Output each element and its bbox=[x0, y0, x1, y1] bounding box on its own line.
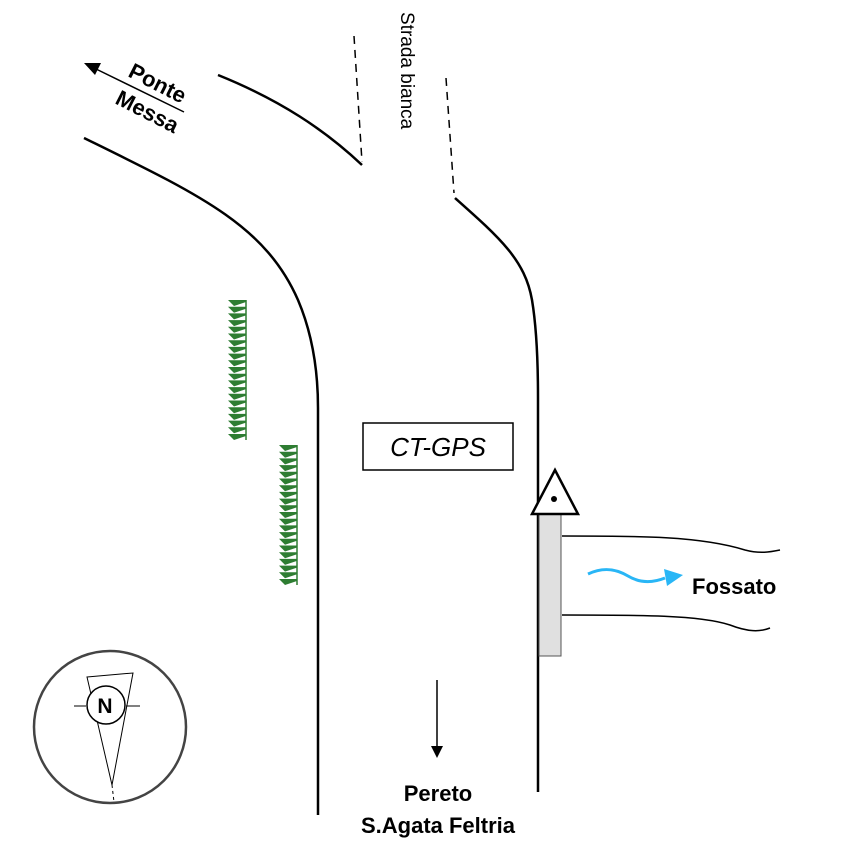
vegetation-mark bbox=[228, 340, 246, 347]
road-right-edge bbox=[454, 197, 540, 792]
benchmark-triangle-icon bbox=[529, 467, 581, 516]
road-upper-edge bbox=[217, 73, 363, 166]
vegetation-mark bbox=[279, 558, 297, 565]
ponte-messa-direction: Ponte Messa bbox=[84, 58, 191, 138]
vegetation-mark bbox=[279, 518, 297, 525]
vegetation-mark bbox=[228, 306, 246, 313]
white-road-label: Strada bianca bbox=[396, 12, 417, 130]
vegetation-mark bbox=[228, 420, 246, 427]
vegetation-mark bbox=[228, 373, 246, 380]
vegetation-mark bbox=[279, 545, 297, 552]
pereto-label: Pereto bbox=[404, 781, 472, 806]
vegetation-mark bbox=[279, 498, 297, 505]
north-label: N bbox=[97, 695, 112, 718]
vegetation-mark bbox=[228, 313, 246, 320]
vegetation-mark bbox=[279, 458, 297, 465]
vegetation-mark bbox=[228, 400, 246, 407]
north-arrow-icon: N bbox=[32, 649, 188, 805]
vegetation-mark bbox=[279, 538, 297, 545]
arrowhead-icon bbox=[84, 63, 101, 75]
road-left-edge bbox=[83, 136, 320, 815]
vegetation-mark bbox=[279, 525, 297, 532]
station-box bbox=[362, 422, 514, 471]
vegetation-mark bbox=[228, 353, 246, 360]
vegetation-mark bbox=[279, 465, 297, 472]
fossato-label: Fossato bbox=[692, 574, 776, 599]
stream-bank-upper bbox=[561, 535, 781, 554]
vegetation-mark bbox=[228, 360, 246, 367]
vegetation-lower bbox=[279, 445, 298, 585]
vegetation-mark bbox=[279, 451, 297, 458]
arrowhead-down-icon bbox=[431, 746, 443, 758]
vegetation-mark bbox=[279, 485, 297, 492]
culvert bbox=[538, 511, 562, 657]
sagata-label: S.Agata Feltria bbox=[361, 813, 516, 838]
white-road-left-edge bbox=[353, 35, 363, 163]
vegetation-mark bbox=[228, 427, 246, 434]
vegetation-mark bbox=[279, 505, 297, 512]
station-label: CT-GPS bbox=[390, 432, 486, 462]
vegetation-upper bbox=[228, 300, 247, 440]
vegetation-mark bbox=[228, 380, 246, 387]
vegetation-mark bbox=[279, 512, 297, 518]
vegetation-mark bbox=[279, 471, 297, 478]
vegetation-mark bbox=[228, 393, 246, 400]
vegetation-mark bbox=[228, 346, 246, 353]
vegetation-mark bbox=[279, 565, 297, 572]
vegetation-mark bbox=[279, 572, 297, 579]
vegetation-mark bbox=[228, 367, 246, 373]
vegetation-mark bbox=[228, 387, 246, 394]
pereto-direction bbox=[431, 680, 443, 758]
vegetation-mark bbox=[228, 300, 246, 306]
vegetation-mark bbox=[279, 491, 297, 498]
stream-bank-lower bbox=[561, 614, 771, 632]
vegetation-mark bbox=[228, 333, 246, 340]
vegetation-mark bbox=[228, 407, 246, 414]
white-road-right-edge bbox=[445, 77, 455, 194]
vegetation-mark bbox=[228, 320, 246, 327]
vegetation-mark bbox=[228, 434, 246, 440]
vegetation-mark bbox=[228, 326, 246, 333]
water-flow-arrow-icon bbox=[587, 568, 683, 586]
vegetation-mark bbox=[279, 552, 297, 559]
vegetation-mark bbox=[279, 445, 297, 451]
vegetation-mark bbox=[279, 579, 297, 585]
vegetation-mark bbox=[279, 478, 297, 485]
vegetation-mark bbox=[279, 532, 297, 539]
vegetation-mark bbox=[228, 413, 246, 420]
